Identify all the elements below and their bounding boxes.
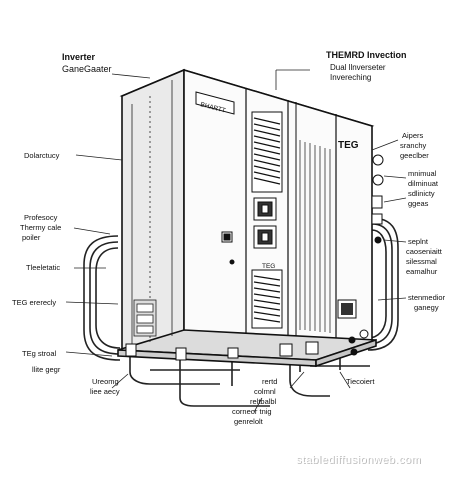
labels-top-right: THEMRD Invection Dual llnverseter Invere… <box>326 50 407 82</box>
label-left-3: Tleeletatic <box>26 263 60 272</box>
label-left-6: llite gegr <box>32 365 61 374</box>
label-bottom-center-2: corneor tnig genrelolt <box>232 407 272 426</box>
label-bottom-left-line-2: liee aecy <box>90 387 120 396</box>
label-right-4: seplnt caoseniaitt silessmal eamalhur <box>406 237 443 276</box>
vent-grille-upper <box>251 111 283 193</box>
front-components <box>221 231 235 265</box>
label-left-1: Dolarctucy <box>24 151 60 160</box>
right-connectors <box>348 154 384 344</box>
vent-grille-lower <box>251 269 283 329</box>
label-left-2-line-2: Thermy cale <box>20 223 61 232</box>
teg-panel: TEG <box>337 140 359 319</box>
label-left-2-line-1: Profesocy <box>24 213 58 222</box>
lower-panel-text: TEG <box>262 263 275 270</box>
labels-top-left: Inverter GaneGaater <box>62 52 112 74</box>
label-bottom-center-2-line-1: corneor tnig <box>232 407 272 416</box>
label-bottom-left-line-1: Ureomg <box>92 377 119 386</box>
front-switches <box>253 197 277 249</box>
label-right-1: Aipers sranchy geeclber <box>400 131 429 160</box>
bottom-connectors <box>125 341 358 361</box>
label-left-2-line-3: poiler <box>22 233 41 242</box>
label-right-1-line-3: geeclber <box>400 151 429 160</box>
fin-panel <box>299 140 331 333</box>
watermark-text: stablediffusionweb.com <box>296 454 421 466</box>
label-right-2-line-2: dilminuat <box>408 179 439 188</box>
label-top-right-3: Invereching <box>330 73 371 82</box>
label-bottom-center-1-line-1: rertd <box>262 377 277 386</box>
callout-lines <box>65 69 407 413</box>
teg-panel-label: TEG <box>338 140 359 151</box>
label-left-2: Profesocy Thermy cale poiler <box>20 213 61 242</box>
label-left-4: TEG ererecly <box>12 298 56 307</box>
label-bottom-left: Ureomg liee aecy <box>90 377 120 396</box>
label-right-1-line-1: Aipers <box>402 131 424 140</box>
label-right-2-line-3: sdlinicty <box>408 189 435 198</box>
label-top-right-1: THEMRD Invection <box>326 50 407 60</box>
label-right-4-line-4: eamalhur <box>406 267 438 276</box>
label-right-4-line-3: silessmal <box>406 257 437 266</box>
label-right-3: ggeas <box>408 199 429 208</box>
cabinet <box>117 68 377 368</box>
label-left-5: TEg stroal <box>22 349 57 358</box>
label-top-left-2: GaneGaater <box>62 64 112 74</box>
label-bottom-right: Tiecoiert <box>346 377 375 386</box>
label-right-5: stenmedior ganegy <box>408 293 446 312</box>
label-right-5-line-2: ganegy <box>414 303 439 312</box>
label-top-left-1: Inverter <box>62 52 96 62</box>
label-right-4-line-2: caoseniaitt <box>406 247 443 256</box>
label-right-1-line-2: sranchy <box>400 141 427 150</box>
label-bottom-center-2-line-2: genrelolt <box>234 417 264 426</box>
label-bottom-center-1-line-3: reltbalbl <box>250 397 277 406</box>
label-right-2-line-1: mnimual <box>408 169 437 178</box>
label-right-2: mnimual dilminuat sdlinicty <box>408 169 439 198</box>
label-bottom-center-1: rertd colmnl reltbalbl <box>250 377 277 406</box>
side-panel-details <box>131 80 173 346</box>
label-bottom-center-1-line-2: colmnl <box>254 387 276 396</box>
watermark-shadow: stablediffusionweb.com <box>297 455 422 467</box>
watermark: stablediffusionweb.com stablediffusionwe… <box>296 454 422 467</box>
label-right-4-line-1: seplnt <box>408 237 429 246</box>
label-right-5-line-1: stenmedior <box>408 293 446 302</box>
label-top-right-2: Dual llnverseter <box>330 63 386 72</box>
